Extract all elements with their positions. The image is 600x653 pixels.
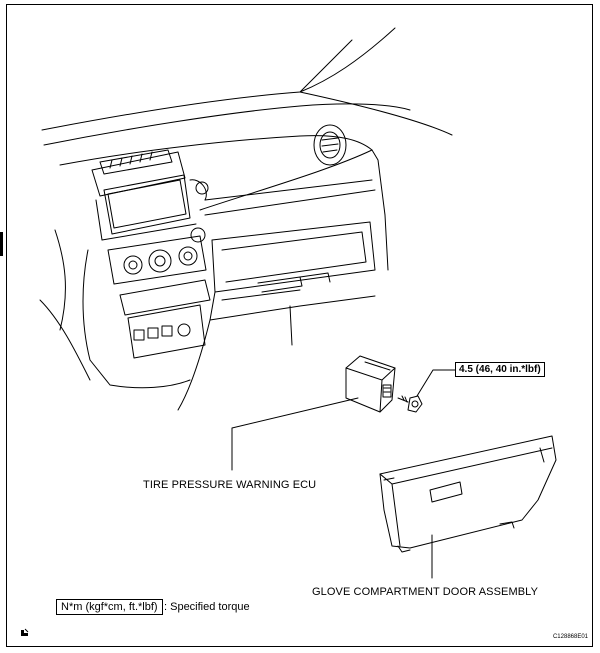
note-icon xyxy=(21,628,29,636)
round-air-vent xyxy=(313,124,347,166)
climate-knobs xyxy=(107,227,207,285)
bolt xyxy=(397,395,423,413)
ecu-label: TIRE PRESSURE WARNING ECU xyxy=(143,479,317,491)
legend-description: : Specified torque xyxy=(164,601,250,613)
lower-console xyxy=(39,229,211,389)
glove-box-opening xyxy=(177,221,376,411)
glove-compartment-label: GLOVE COMPARTMENT DOOR ASSEMBLY xyxy=(312,586,539,598)
windshield-lines xyxy=(41,27,453,146)
glove-compartment-door xyxy=(379,435,557,553)
figure-frame xyxy=(6,4,593,647)
dashboard-top xyxy=(59,135,389,271)
center-display xyxy=(91,149,209,241)
margin-mark xyxy=(0,232,3,256)
torque-spec-label: 4.5 (46, 40 in.*lbf) xyxy=(455,362,545,377)
tire-pressure-ecu xyxy=(345,355,396,413)
legend-unit-box: N*m (kgf*cm, ft.*lbf) xyxy=(56,599,163,615)
leader-lines xyxy=(231,369,457,579)
figure-code: C128868E01 xyxy=(552,634,588,640)
